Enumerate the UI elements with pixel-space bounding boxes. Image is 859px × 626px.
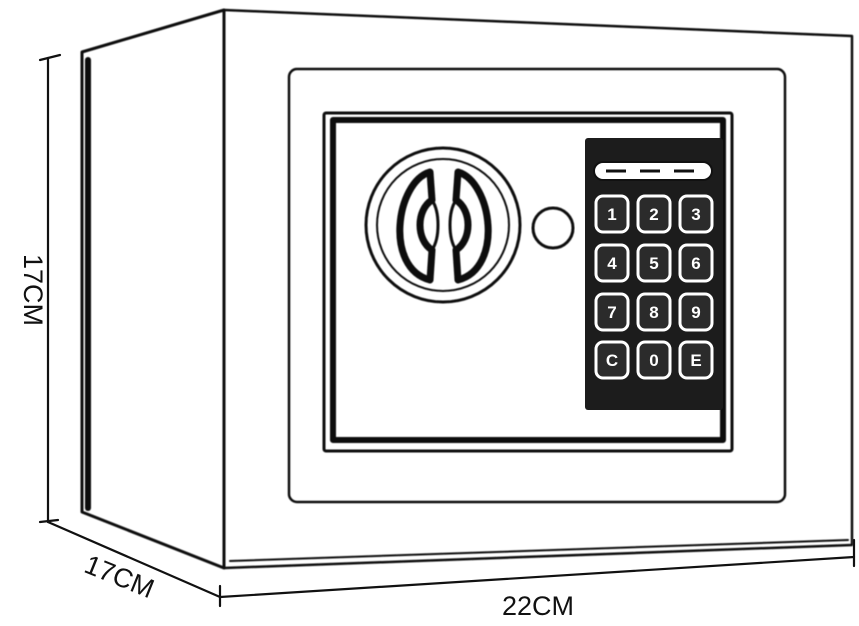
keypad-key-label: 8	[649, 303, 658, 322]
keypad-key-6[interactable]: 6	[678, 243, 714, 283]
keypad-key-label: 1	[607, 205, 616, 224]
safe-side-panel	[80, 8, 226, 570]
keypad-key-label: 7	[607, 303, 616, 322]
keypad-key-0[interactable]: 0	[636, 340, 672, 380]
keypad-key-label: 9	[691, 303, 700, 322]
dimension-lines	[38, 53, 856, 608]
keypad-key-label: 2	[649, 205, 658, 224]
keypad-key-label: 0	[649, 351, 658, 370]
keypad-key-label: 4	[607, 254, 617, 273]
keypad-key-label: E	[690, 351, 701, 370]
keypad-key-8[interactable]: 8	[636, 292, 672, 332]
height-label: 17CM	[18, 254, 48, 326]
keypad-key-label: 5	[649, 254, 658, 273]
width-dimension	[218, 538, 856, 599]
keypad-key-5[interactable]: 5	[636, 243, 672, 283]
height-dimension	[38, 53, 62, 524]
depth-label: 17CM	[80, 549, 158, 604]
keypad-key-7[interactable]: 7	[594, 292, 630, 332]
keypad-panel: 1 2 3 4 5 6 7 8 9C 0 E	[585, 138, 723, 410]
keypad-key-e[interactable]: E	[678, 340, 714, 380]
width-label: 22CM	[502, 591, 574, 621]
key-lock-icon[interactable]	[531, 206, 575, 250]
keypad-key-2[interactable]: 2	[636, 194, 672, 234]
keypad-key-3[interactable]: 3	[678, 194, 714, 234]
keypad-key-9[interactable]: 9	[678, 292, 714, 332]
keypad-key-4[interactable]: 4	[594, 243, 630, 283]
keypad-key-label: 6	[691, 254, 700, 273]
door-panel	[322, 111, 734, 453]
keypad-key-label: C	[606, 351, 618, 370]
safe-body	[80, 8, 854, 570]
keypad-key-1[interactable]: 1	[594, 194, 630, 234]
handle-knob[interactable]	[364, 146, 522, 304]
keypad-key-label: 3	[691, 205, 700, 224]
door-frame	[287, 67, 787, 504]
keypad-key-c[interactable]: C	[594, 340, 630, 380]
safe-front-face	[222, 8, 854, 570]
